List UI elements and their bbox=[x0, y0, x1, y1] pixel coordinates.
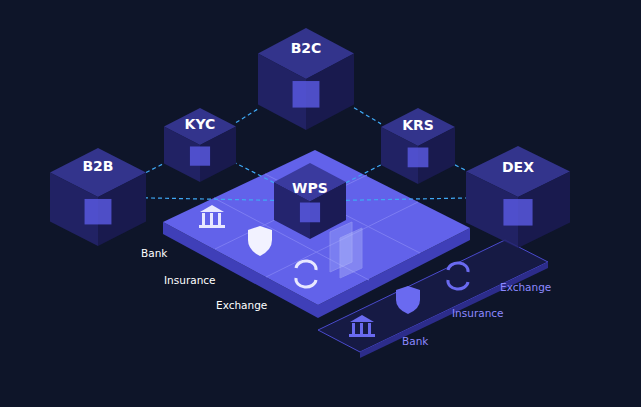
cube-label: WPS bbox=[274, 180, 346, 196]
cube-label: DEX bbox=[466, 159, 570, 175]
service-cube: KYC bbox=[164, 108, 236, 182]
bank-icon bbox=[199, 205, 225, 228]
service-label: Insurance bbox=[164, 274, 216, 286]
dashed-connector bbox=[236, 109, 258, 123]
service-cube: KRS bbox=[381, 108, 455, 184]
dashed-connector bbox=[236, 163, 274, 182]
service-cube: B2C bbox=[258, 28, 354, 130]
service-label: Exchange bbox=[216, 299, 267, 311]
service-strip-side bbox=[360, 262, 548, 358]
platform-grid bbox=[214, 174, 420, 280]
service-label: Exchange bbox=[500, 281, 551, 293]
service-strip bbox=[318, 240, 548, 352]
service-cube: WPS bbox=[274, 163, 346, 239]
service-label: Bank bbox=[402, 335, 428, 347]
service-label: Bank bbox=[141, 247, 167, 259]
exchange-icon bbox=[296, 261, 316, 287]
cube-label: KRS bbox=[381, 117, 455, 133]
shield-icon bbox=[396, 286, 420, 314]
glass-panel bbox=[340, 228, 362, 278]
dashed-connector bbox=[354, 108, 381, 124]
cube-label: B2C bbox=[258, 40, 354, 56]
service-label: Insurance bbox=[452, 307, 504, 319]
dashed-connector bbox=[146, 198, 274, 200]
dashed-connector bbox=[346, 198, 466, 200]
cube-label: B2B bbox=[50, 158, 146, 174]
shield-icon bbox=[248, 226, 272, 256]
service-cube: DEX bbox=[466, 146, 570, 248]
cube-shape bbox=[274, 163, 346, 239]
cube-label: KYC bbox=[164, 116, 236, 132]
dashed-connector bbox=[455, 165, 466, 171]
bank-icon bbox=[349, 315, 375, 337]
service-cube: B2B bbox=[50, 148, 146, 246]
dashed-connector bbox=[146, 163, 164, 172]
dashed-connector bbox=[346, 165, 381, 183]
exchange-icon bbox=[448, 263, 468, 289]
